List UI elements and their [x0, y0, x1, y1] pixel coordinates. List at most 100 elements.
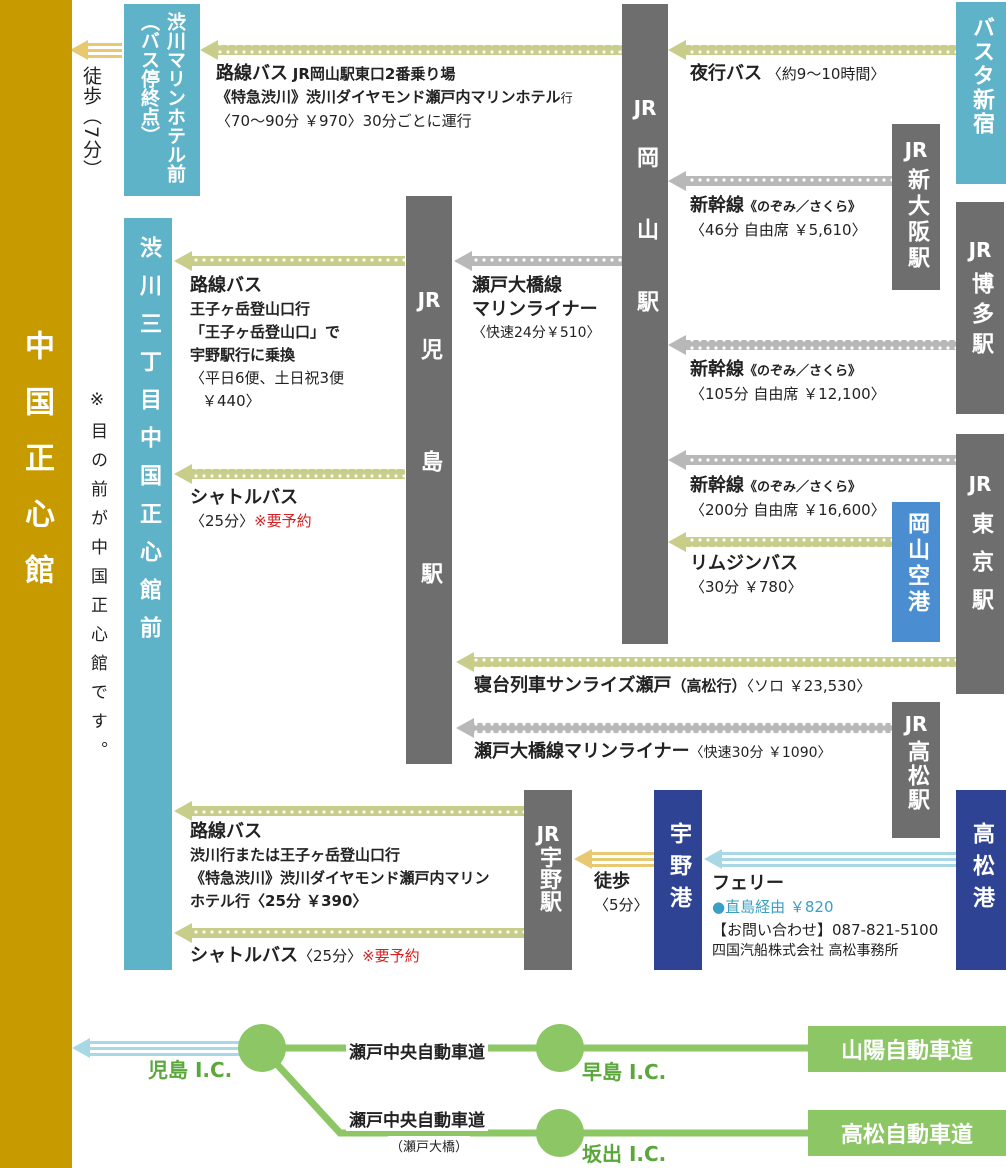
route-bus-kojima-title: 路線バス — [190, 275, 262, 296]
label-takamatsu-expressway: 高松自動車道 — [808, 1110, 1006, 1156]
route-sunrise-sub: （高松行） — [671, 677, 747, 695]
route-limousine-detail: 〈30分 ￥780〉 — [690, 578, 803, 596]
arrow-route-bus-uno — [174, 801, 524, 821]
route-shuttle-kojima-detail: 〈25分〉 — [190, 512, 255, 530]
route-bus-okayama-title: 路線バス — [216, 63, 288, 84]
arrow-sunrise — [456, 652, 956, 672]
route-bus-kojima-line1: 王子ヶ岳登山口行 — [190, 300, 311, 318]
station-tokyo: JR 東京駅 — [956, 434, 1004, 694]
route-shuttle-uno-detail: 〈25分〉 — [298, 947, 363, 965]
route-ferry-company: 四国汽船株式会社 高松事務所 — [712, 943, 899, 959]
route-bus-okayama-stop: JR岡山駅東口2番乗り場 — [292, 65, 456, 83]
arrow-walk-top — [70, 40, 122, 60]
route-marine-liner-takamatsu-detail: 〈快速30分 ￥1090〉 — [689, 745, 832, 761]
station-takamatsu-jr-jr: JR — [904, 712, 928, 736]
destination-name: 中国正心館 — [19, 330, 54, 610]
route-night-bus: 夜行バス 〈約9～10時間〉 — [690, 62, 885, 86]
route-marine-liner-okayama-title2: マリンライナー — [472, 299, 598, 320]
route-bus-uno-line1: 渋川行または王子ヶ岳登山口行 — [190, 846, 401, 864]
route-bus-uno-title: 路線バス — [190, 821, 262, 842]
label-setochuo-2: 瀬戸中央自動車道 — [346, 1106, 488, 1131]
route-bus-okayama-line1: 《特急渋川》渋川ダイヤモンド瀬戸内マリンホテル — [216, 88, 561, 106]
route-ferry-via: ●直島経由 ￥820 — [712, 898, 834, 916]
arrow-limousine — [668, 532, 894, 552]
station-shin-osaka: JR 新大阪駅 — [892, 124, 940, 290]
station-takamatsu-jr-name: 高松駅 — [904, 740, 929, 812]
node-hayashima-ic — [536, 1024, 584, 1072]
station-okayama-airport: 岡山空港 — [892, 502, 940, 642]
route-marine-liner-okayama-title1: 瀬戸大橋線 — [472, 275, 562, 296]
route-shuttle-uno-note: ※要予約 — [362, 947, 420, 965]
destination-note: ※目の前が中国正心館です。 — [87, 390, 107, 770]
label-seto-bridge: （瀬戸大橋） — [388, 1136, 471, 1155]
station-takamatsu-port-name: 高松港 — [969, 822, 994, 918]
station-jr-okayama: JR 岡山駅 — [622, 4, 668, 644]
route-walk-uno: 徒歩 〈5分〉 — [594, 870, 649, 917]
route-limousine-title: リムジンバス — [690, 553, 798, 574]
route-shinkansen-tokyo-detail: 〈200分 自由席 ￥16,600〉 — [690, 501, 886, 519]
station-tokyo-jr: JR — [968, 472, 992, 496]
arrow-route-bus-okayama — [200, 40, 622, 60]
arrow-shinkansen-tokyo — [668, 450, 956, 470]
arrow-walk-uno — [574, 849, 654, 869]
station-shin-osaka-jr: JR — [904, 138, 928, 162]
station-hakata: JR 博多駅 — [956, 202, 1004, 414]
walk-top-label: 徒歩（7分） — [80, 66, 102, 180]
highway-network — [259, 1044, 812, 1137]
node-sakaide-ic — [536, 1109, 584, 1157]
destination-bar: 中国正心館 — [0, 0, 72, 1168]
arrow-marine-liner-okayama — [454, 251, 622, 271]
station-takamatsu-port: 高松港 — [956, 790, 1006, 970]
route-shinkansen-hakata-detail: 〈105分 自由席 ￥12,100〉 — [690, 385, 886, 403]
route-walk-uno-line1: 徒歩 — [594, 871, 630, 892]
arrow-night-bus — [668, 40, 956, 60]
station-hakata-name: 博多駅 — [968, 272, 993, 362]
route-bus-okayama: 路線バス JR岡山駅東口2番乗り場 《特急渋川》渋川ダイヤモンド瀬戸内マリンホテ… — [216, 62, 573, 133]
label-kojima-ic: 児島 I.C. — [148, 1058, 233, 1082]
route-bus-kojima-line3: 宇野駅行に乗換 — [190, 346, 296, 364]
route-shinkansen-osaka-detail: 〈46分 自由席 ￥5,610〉 — [690, 221, 867, 239]
arrow-shinkansen-osaka — [668, 171, 892, 191]
route-bus-okayama-line2: 〈70～90分 ￥970〉30分ごとに運行 — [216, 112, 472, 130]
route-shinkansen-osaka-title: 新幹線 — [690, 195, 744, 216]
route-marine-liner-takamatsu-title: 瀬戸大橋線マリンライナー — [474, 741, 690, 762]
route-walk-uno-line2: 〈5分〉 — [594, 896, 649, 914]
stop-shibukawa-marine-label: 渋川マリンホテル前（バス停終点） — [138, 12, 186, 183]
route-marine-liner-takamatsu: 瀬戸大橋線マリンライナー〈快速30分 ￥1090〉 — [474, 740, 832, 765]
station-hakata-jr: JR — [968, 238, 992, 262]
arrow-ferry — [704, 849, 956, 869]
route-sunrise-detail: 〈ソロ ￥23,530〉 — [746, 677, 872, 695]
station-uno-port: 宇野港 — [654, 790, 702, 970]
station-takamatsu-jr: JR 高松駅 — [892, 702, 940, 838]
route-shuttle-kojima-title: シャトルバス — [190, 487, 298, 508]
node-kojima-ic — [238, 1024, 286, 1072]
route-shinkansen-tokyo: 新幹線《のぞみ／さくら》 〈200分 自由席 ￥16,600〉 — [690, 474, 886, 522]
route-shuttle-uno-title: シャトルバス — [190, 945, 298, 966]
route-limousine: リムジンバス 〈30分 ￥780〉 — [690, 552, 803, 599]
route-marine-liner-okayama: 瀬戸大橋線 マリンライナー 〈快速24分￥510〉 — [472, 274, 601, 345]
arrow-marine-liner-takamatsu — [456, 718, 892, 738]
route-bus-uno: 路線バス 渋川行または王子ヶ岳登山口行 《特急渋川》渋川ダイヤモンド瀬戸内マリン… — [190, 820, 490, 913]
arrow-shuttle-kojima — [174, 464, 405, 484]
label-sanyo-expressway: 山陽自動車道 — [808, 1026, 1006, 1072]
label-sanyo-text: 山陽自動車道 — [840, 1039, 973, 1064]
route-shinkansen-hakata-kind: 《のぞみ／さくら》 — [744, 364, 862, 379]
station-shin-osaka-name: 新大阪駅 — [904, 168, 929, 272]
arrow-route-bus-kojima — [174, 251, 405, 271]
route-bus-kojima-line4: 〈平日6便、土日祝3便 — [190, 369, 345, 387]
stop-shibukawa-3chome: 渋川三丁目中国正心館前 — [124, 218, 172, 970]
route-shinkansen-osaka: 新幹線《のぞみ／さくら》 〈46分 自由席 ￥5,610〉 — [690, 194, 867, 242]
route-ferry-title: フェリー — [712, 873, 784, 894]
station-okayama-airport-name: 岡山空港 — [904, 512, 929, 616]
station-jr-okayama-jr: JR — [633, 96, 657, 120]
route-shuttle-uno: シャトルバス〈25分〉※要予約 — [190, 944, 420, 968]
route-shinkansen-tokyo-kind: 《のぞみ／さくら》 — [744, 480, 862, 495]
route-bus-kojima: 路線バス 王子ヶ岳登山口行 「王子ヶ岳登山口」で 宇野駅行に乗換 〈平日6便、土… — [190, 274, 344, 413]
route-ferry-contact: 【お問い合わせ】087-821-5100 — [712, 921, 939, 939]
route-bus-uno-line2: 《特急渋川》渋川ダイヤモンド瀬戸内マリン — [190, 869, 490, 887]
route-shuttle-kojima-note: ※要予約 — [254, 512, 312, 530]
station-uno-port-name: 宇野港 — [666, 822, 691, 918]
station-jr-kojima-name: 児島駅 — [417, 338, 442, 674]
route-bus-okayama-line1-suffix: 行 — [560, 91, 573, 105]
station-jr-uno-jr: JR — [536, 822, 560, 846]
